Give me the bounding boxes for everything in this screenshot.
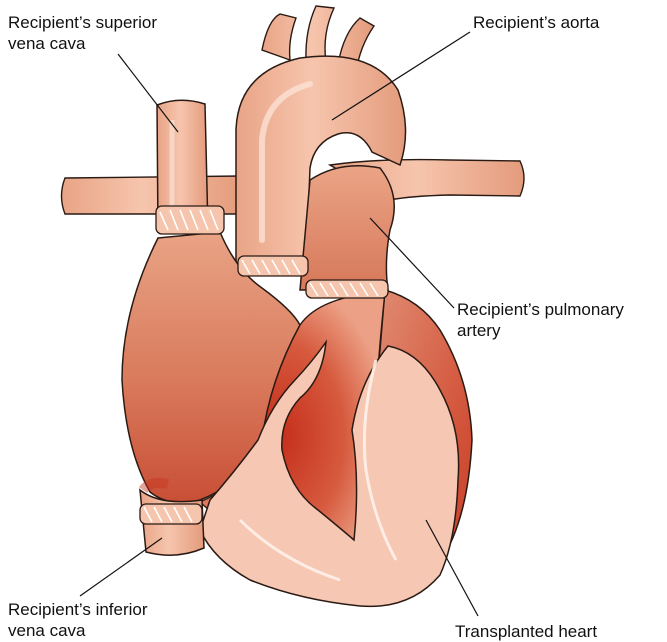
label-ivc-line2: vena cava bbox=[8, 620, 148, 641]
label-aorta-line1: Recipient’s aorta bbox=[473, 12, 599, 33]
label-inferior-vena-cava: Recipient’s inferior vena cava bbox=[8, 599, 148, 641]
label-transplanted-heart: Transplanted heart bbox=[455, 621, 597, 642]
leader-svc bbox=[118, 54, 178, 132]
label-pulmonary-line1: Recipient’s pulmonary bbox=[457, 299, 624, 320]
pulmonary-trunk bbox=[300, 166, 394, 290]
label-pulmonary-line2: artery bbox=[457, 320, 624, 341]
label-aorta: Recipient’s aorta bbox=[473, 12, 599, 33]
label-heart-line1: Transplanted heart bbox=[455, 621, 597, 642]
label-superior-vena-cava: Recipient’s superior vena cava bbox=[8, 12, 157, 54]
label-svc-line2: vena cava bbox=[8, 33, 157, 54]
leader-ivc bbox=[80, 538, 162, 596]
label-svc-line1: Recipient’s superior bbox=[8, 12, 157, 33]
label-ivc-line1: Recipient’s inferior bbox=[8, 599, 148, 620]
label-pulmonary-artery: Recipient’s pulmonary artery bbox=[457, 299, 624, 341]
